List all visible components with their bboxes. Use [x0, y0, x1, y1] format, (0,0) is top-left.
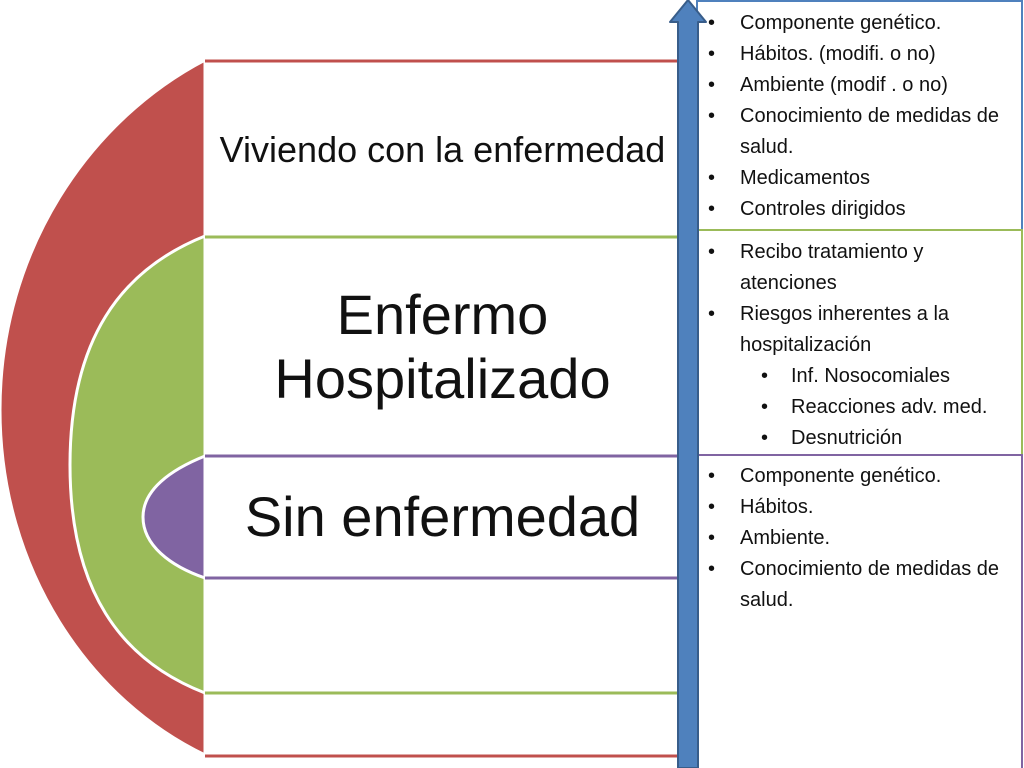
bullet-list-healthy: Componente genético. Hábitos. Ambiente. …: [705, 461, 1017, 616]
vertical-arrow-head: [669, 0, 707, 768]
sub-list-item: Desnutrición: [705, 423, 1017, 454]
list-item: Conocimiento de medidas de salud.: [705, 554, 1017, 616]
list-item: Medicamentos: [705, 163, 1017, 194]
text-box-healthy: Componente genético. Hábitos. Ambiente. …: [697, 461, 1021, 616]
list-item: Ambiente.: [705, 523, 1017, 554]
sub-list-item: Inf. Nosocomiales: [705, 361, 1017, 392]
level-label-hospitalized: Enfermo Hospitalizado: [274, 282, 611, 410]
inner-arc-healthy: [141, 453, 207, 581]
middle-arc-hospitalized: [68, 233, 207, 696]
list-item: Componente genético.: [705, 461, 1017, 492]
list-item: Conocimiento de medidas de salud.: [705, 101, 1017, 163]
list-item: Riesgos inherentes a la hospitalización: [705, 299, 1017, 361]
text-box-living: Componente genético. Hábitos. (modifi. o…: [697, 8, 1021, 225]
level-label-healthy: Sin enfermedad: [244, 485, 641, 549]
list-item: Controles dirigidos: [705, 194, 1017, 225]
bullet-list-hospitalized: Recibo tratamiento y atenciones Riesgos …: [705, 237, 1017, 454]
list-item: Componente genético.: [705, 8, 1017, 39]
bullet-list-living: Componente genético. Hábitos. (modifi. o…: [705, 8, 1017, 225]
level-label-living: Viviendo con la enfermedad: [219, 128, 666, 170]
list-item: Hábitos.: [705, 492, 1017, 523]
list-item: Hábitos. (modifi. o no): [705, 39, 1017, 70]
level-panel-living: [205, 61, 683, 237]
list-item: Recibo tratamiento y atenciones: [705, 237, 1017, 299]
sub-list-item: Reacciones adv. med.: [705, 392, 1017, 423]
text-box-hospitalized: Recibo tratamiento y atenciones Riesgos …: [697, 237, 1021, 454]
list-item: Ambiente (modif . o no): [705, 70, 1017, 101]
